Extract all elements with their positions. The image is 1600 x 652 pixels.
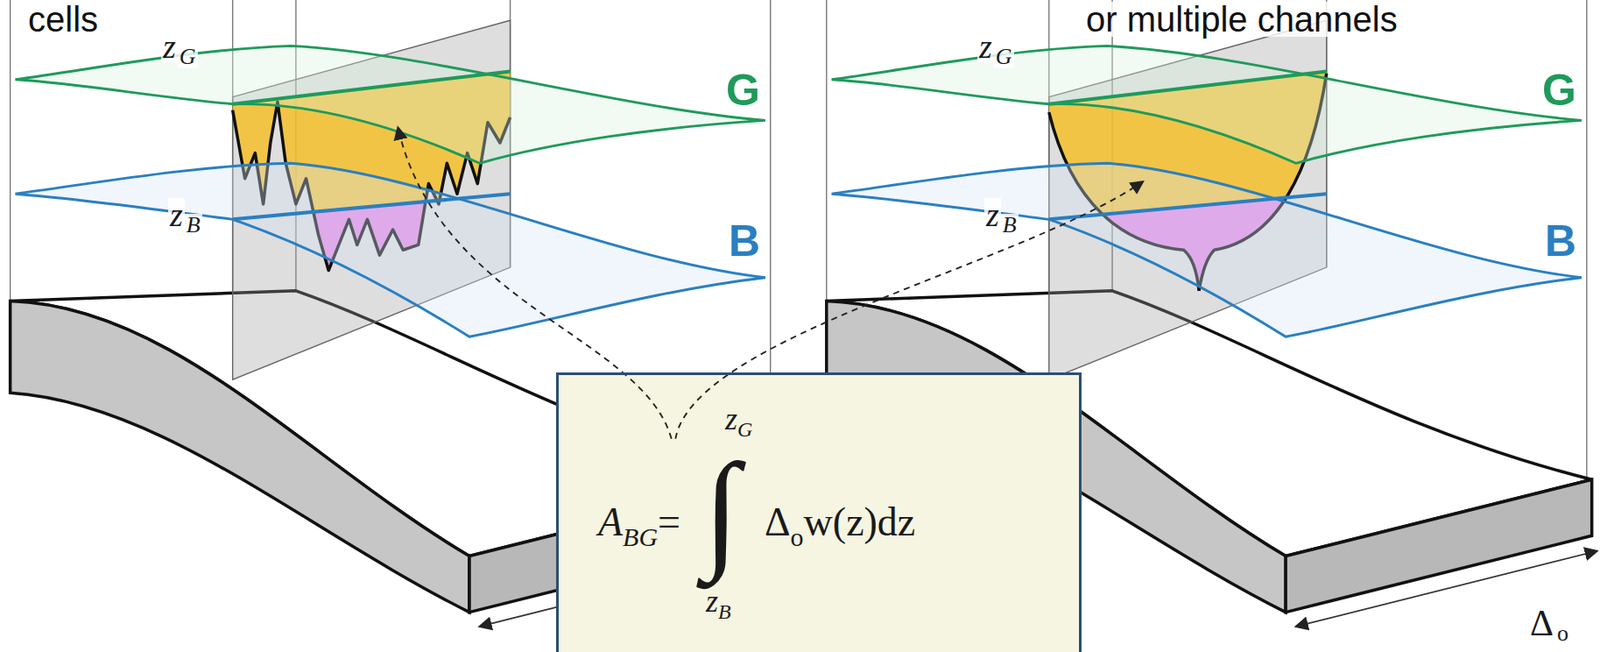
formula-box: ABG=∫zGzBΔow(z)dz bbox=[556, 372, 1082, 652]
formula-subscript: BG bbox=[622, 523, 658, 550]
surface-label: G bbox=[1540, 68, 1579, 113]
dimension-label: Δ bbox=[1528, 604, 1556, 642]
leader-arrow bbox=[397, 127, 671, 439]
surface-label: B bbox=[726, 218, 762, 263]
leader-arrow bbox=[675, 181, 1143, 438]
depth-subscript: B bbox=[1000, 213, 1019, 237]
density-surfaces bbox=[14, 45, 765, 337]
lower-limit: z bbox=[705, 585, 719, 617]
dimension-subscript: o bbox=[1555, 621, 1571, 645]
formula-operator: = bbox=[657, 501, 681, 543]
panel-heading: or multiple channels bbox=[1084, 1, 1400, 37]
density-surfaces bbox=[831, 45, 1582, 337]
seafloor-block bbox=[10, 0, 782, 627]
depth-subscript: B bbox=[184, 213, 203, 237]
panel-heading: cells bbox=[26, 1, 100, 37]
surface-label: G bbox=[724, 68, 762, 113]
depth-subscript: G bbox=[177, 45, 198, 69]
lower-limit-subscript: B bbox=[718, 600, 732, 622]
formula-term: w(z)dz bbox=[803, 501, 917, 543]
depth-symbol: z bbox=[977, 29, 994, 64]
surface-label: B bbox=[1543, 218, 1579, 263]
depth-symbol: z bbox=[161, 29, 178, 64]
formula-symbol: A bbox=[598, 501, 623, 543]
formula-box-ground bbox=[556, 372, 1082, 652]
formula-subscript: o bbox=[790, 523, 804, 550]
depth-subscript: G bbox=[993, 45, 1015, 69]
upper-limit-subscript: G bbox=[737, 418, 753, 440]
depth-symbol: z bbox=[984, 197, 1001, 232]
integral-sign: ∫ bbox=[703, 443, 740, 575]
depth-symbol: z bbox=[168, 197, 185, 232]
upper-limit: z bbox=[725, 402, 738, 435]
formula-symbol: Δ bbox=[764, 501, 791, 543]
